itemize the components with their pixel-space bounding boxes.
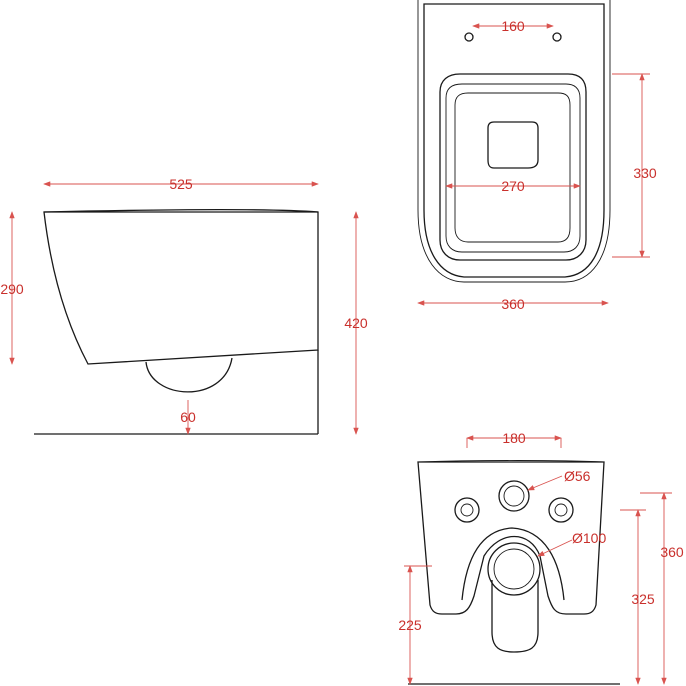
height-label: 360 <box>660 544 684 560</box>
dimension-inlet-diameter: Ø56 <box>527 468 591 491</box>
outlet-label: 60 <box>180 409 196 425</box>
bowl-height-label: 290 <box>0 281 24 297</box>
width-label: 360 <box>501 296 525 312</box>
outlet-height-label: 225 <box>398 617 422 633</box>
dimension-inlet-height: 325 <box>620 509 655 685</box>
dimension-seat-width: 270 <box>445 178 581 194</box>
inlet-height-label: 325 <box>631 591 655 607</box>
inlet-diameter-label: Ø56 <box>564 468 591 484</box>
seat-depth-label: 330 <box>633 165 657 181</box>
rear-view <box>408 460 620 685</box>
total-height-label: 420 <box>344 315 368 331</box>
dimension-height: 360 <box>640 492 684 685</box>
fixing-spacing-label: 180 <box>502 430 526 446</box>
dimension-seat-depth: 330 <box>612 73 657 258</box>
dimension-length: 525 <box>43 176 319 192</box>
dimension-total-height: 420 <box>344 211 368 435</box>
dimension-outlet-diameter: Ø100 <box>537 530 606 557</box>
dimension-fixing-holes: 160 <box>472 18 554 34</box>
dimension-outlet-height: 225 <box>398 565 432 685</box>
outlet-diameter-label: Ø100 <box>572 530 606 546</box>
length-label: 525 <box>169 176 193 192</box>
top-view <box>417 0 611 283</box>
side-view <box>34 209 319 435</box>
dimension-fixing-spacing: 180 <box>466 430 562 448</box>
fixing-holes-label: 160 <box>501 18 525 34</box>
dimension-outlet: 60 <box>180 400 196 435</box>
seat-width-label: 270 <box>501 178 525 194</box>
dimension-width: 360 <box>417 296 609 312</box>
dimension-bowl-height: 290 <box>0 211 24 365</box>
